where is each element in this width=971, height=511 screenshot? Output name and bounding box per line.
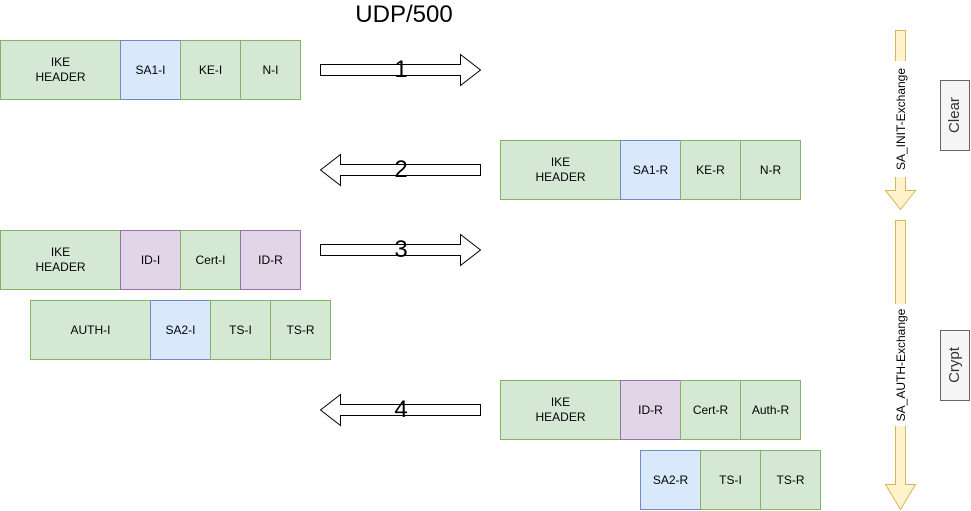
message-1-packet: IKE HEADER SA1-I KE-I N-I <box>0 40 301 100</box>
payload-auth-r: Auth-R <box>740 380 801 440</box>
payload-ike-header: IKE HEADER <box>0 40 121 100</box>
sa-init-exchange-label: SA_INIT-Exchange <box>894 61 908 177</box>
payload-sa2-i: SA2-I <box>150 300 211 360</box>
message-1-arrow: 1 <box>320 53 482 87</box>
payload-ts-r: TS-R <box>270 300 331 360</box>
message-3-arrow: 3 <box>320 233 482 267</box>
payload-ike-header: IKE HEADER <box>0 230 121 290</box>
payload-ts-i: TS-I <box>700 450 761 510</box>
diagram-title: UDP/500 <box>355 1 453 28</box>
message-4-arrow: 4 <box>319 393 482 427</box>
phase-label-clear: Clear <box>946 97 963 133</box>
message-2-arrow: 2 <box>319 153 482 187</box>
right-arrow-icon <box>320 53 482 87</box>
phase-box-crypt <box>940 330 970 401</box>
phase-label-crypt: Crypt <box>946 347 963 383</box>
sa-auth-exchange-label: SA_AUTH-Exchange <box>894 304 908 426</box>
payload-cert-r: Cert-R <box>680 380 741 440</box>
left-arrow-icon <box>319 153 481 187</box>
payload-id-r: ID-R <box>620 380 681 440</box>
message-4-packet-row-1: IKE HEADER ID-R Cert-R Auth-R <box>500 380 801 440</box>
payload-sa1-r: SA1-R <box>620 140 681 200</box>
phase-box-clear <box>940 80 970 151</box>
payload-ike-header: IKE HEADER <box>500 140 621 200</box>
right-arrow-icon <box>320 233 482 267</box>
message-4-packet-row-2: SA2-R TS-I TS-R <box>640 450 821 510</box>
payload-n-r: N-R <box>740 140 801 200</box>
payload-id-r: ID-R <box>240 230 301 290</box>
payload-ts-i: TS-I <box>210 300 271 360</box>
left-arrow-icon <box>319 393 481 427</box>
payload-sa1-i: SA1-I <box>120 40 181 100</box>
message-3-packet-row-2: AUTH-I SA2-I TS-I TS-R <box>30 300 331 360</box>
payload-n-i: N-I <box>240 40 301 100</box>
payload-ke-r: KE-R <box>680 140 741 200</box>
payload-ts-r: TS-R <box>760 450 821 510</box>
payload-ike-header: IKE HEADER <box>500 380 621 440</box>
payload-id-i: ID-I <box>120 230 181 290</box>
message-2-packet: IKE HEADER SA1-R KE-R N-R <box>500 140 801 200</box>
payload-ke-i: KE-I <box>180 40 241 100</box>
payload-cert-i: Cert-I <box>180 230 241 290</box>
message-3-packet-row-1: IKE HEADER ID-I Cert-I ID-R <box>0 230 301 290</box>
payload-sa2-r: SA2-R <box>640 450 701 510</box>
payload-auth-i: AUTH-I <box>30 300 151 360</box>
